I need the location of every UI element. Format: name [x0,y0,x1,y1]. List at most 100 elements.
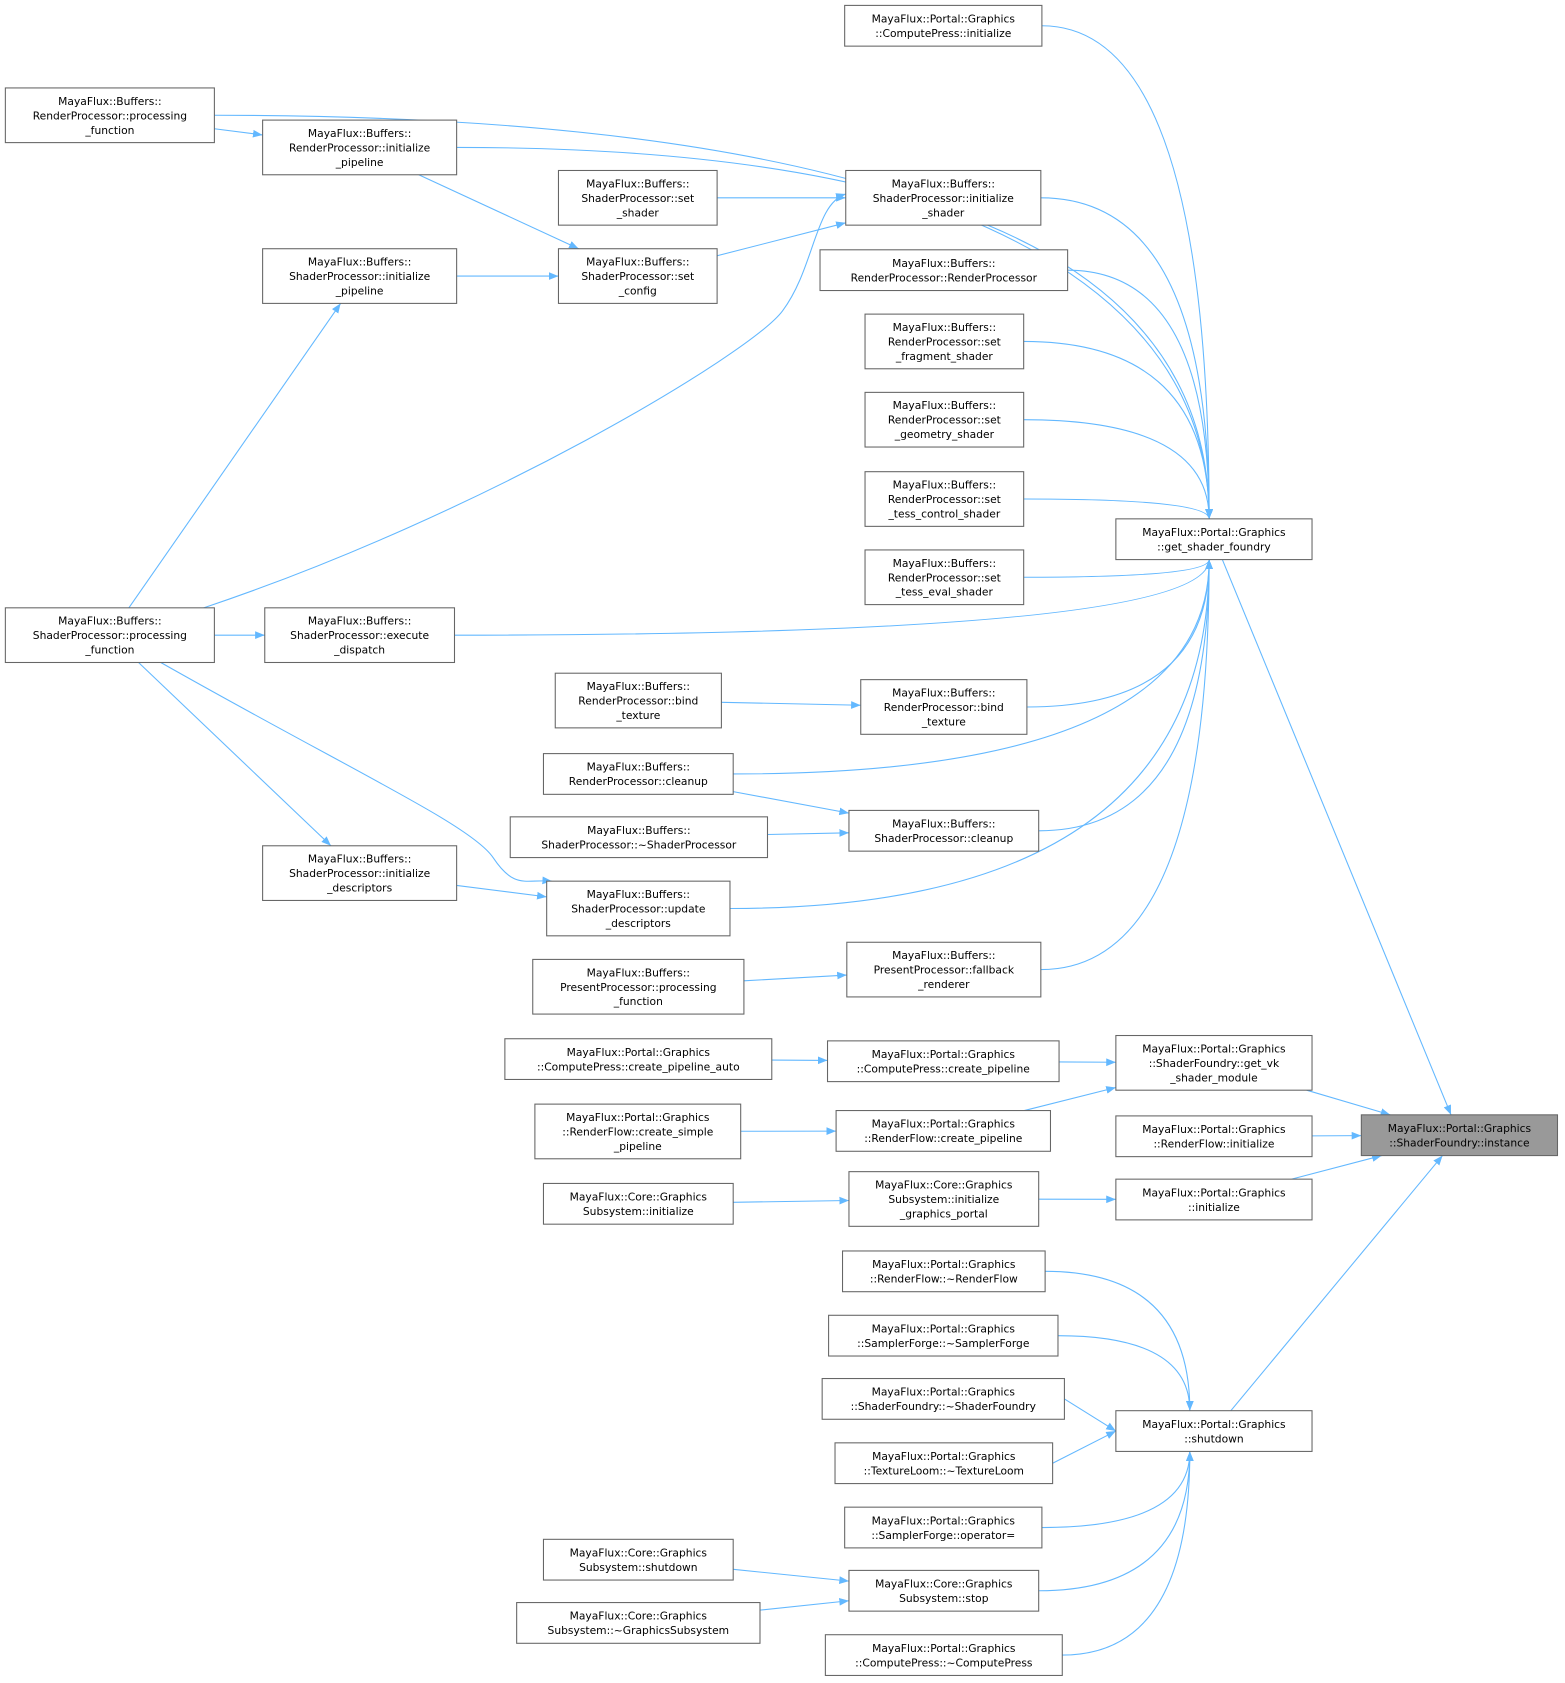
node-rp-set-tess-eval-shader[interactable]: MayaFlux::Buffers::RenderProcessor::set_… [864,549,1025,606]
node-gs-shutdown[interactable]: MayaFlux::Core::GraphicsSubsystem::shutd… [542,1538,734,1581]
node-sp-update-descriptors[interactable]: MayaFlux::Buffers::ShaderProcessor::upda… [546,880,731,937]
node-sp-processing-function[interactable]: MayaFlux::Buffers::ShaderProcessor::proc… [4,607,215,664]
node-sp-initialize-descriptors[interactable]: MayaFlux::Buffers::ShaderProcessor::init… [262,845,458,901]
node-label-line: ::RenderFlow::create_pipeline [864,1132,1023,1145]
node-sampler-assign[interactable]: MayaFlux::Portal::Graphics::SamplerForge… [844,1506,1043,1549]
node-portal-shutdown[interactable]: MayaFlux::Portal::Graphics::shutdown [1115,1410,1313,1452]
node-label-line: MayaFlux::Buffers:: [892,687,995,700]
node-sampler-dtor[interactable]: MayaFlux::Portal::Graphics::SamplerForge… [828,1314,1059,1357]
edge-sp_processing_function-to-sp_initialize_descriptors [138,662,332,847]
node-gs-dtor[interactable]: MayaFlux::Core::GraphicsSubsystem::~Grap… [516,1602,761,1644]
node-box [546,880,731,937]
edge-sf_dtor-to-portal_shutdown [1064,1398,1117,1432]
node-rp-cleanup[interactable]: MayaFlux::Buffers::RenderProcessor::clea… [542,753,734,795]
node-rp-initialize-pipeline[interactable]: MayaFlux::Buffers::RenderProcessor::init… [262,119,458,176]
node-box [504,1038,773,1081]
node-label-line: ::SamplerForge::operator= [871,1529,1015,1542]
node-box [1115,518,1313,561]
node-rf-initialize[interactable]: MayaFlux::Portal::Graphics::RenderFlow::… [1115,1115,1313,1158]
node-sp-dtor[interactable]: MayaFlux::Buffers::ShaderProcessor::~Sha… [509,816,769,859]
node-label-line: _function [84,124,134,137]
edge-sampler_dtor-to-portal_shutdown [1057,1335,1194,1411]
node-box [821,1377,1065,1420]
node-label-line: RenderProcessor::set [888,335,1001,348]
node-gs-initialize[interactable]: MayaFlux::Core::GraphicsSubsystem::initi… [542,1182,734,1225]
edge-rf_create_pipeline-to-sf_get_vk_shader_module [1024,1086,1116,1112]
node-sp-set-shader[interactable]: MayaFlux::Buffers::ShaderProcessor::set_… [557,169,718,226]
node-gs-initialize-graphics-portal[interactable]: MayaFlux::Core::GraphicsSubsystem::initi… [848,1171,1040,1227]
node-cp-dtor[interactable]: MayaFlux::Portal::Graphics::ComputePress… [824,1634,1063,1676]
node-label-line: MayaFlux::Portal::Graphics [872,1642,1016,1655]
edge-pp_fallback_renderer-to-get_shader_foundry [1040,559,1213,971]
node-label-line: ShaderProcessor::set [581,270,694,283]
node-label-line: MayaFlux::Buffers:: [893,321,996,334]
edge-rp_initialize_pipeline-to-get_shader_foundry [456,146,1213,519]
node-pp-processing-function[interactable]: MayaFlux::Buffers::PresentProcessor::pro… [532,958,745,1015]
node-rp-set-fragment-shader[interactable]: MayaFlux::Buffers::RenderProcessor::set_… [864,313,1025,370]
edge-gs_stop-to-portal_shutdown [1038,1451,1194,1592]
node-label-line: PresentProcessor::fallback [874,964,1015,977]
node-rf-create-pipeline[interactable]: MayaFlux::Portal::Graphics::RenderFlow::… [835,1110,1052,1152]
node-rp-bind-texture-a[interactable]: MayaFlux::Buffers::RenderProcessor::bind… [554,672,722,729]
node-box [864,391,1025,448]
node-label-line: MayaFlux::Buffers:: [308,127,411,140]
node-sp-execute-dispatch[interactable]: MayaFlux::Buffers::ShaderProcessor::exec… [264,607,456,664]
node-label-line: ::shutdown [1184,1432,1243,1445]
edge-rp_set_fragment_shader-to-get_shader_foundry [1023,340,1213,519]
node-sp-initialize-pipeline[interactable]: MayaFlux::Buffers::ShaderProcessor::init… [262,248,458,304]
node-label-line: _tess_control_shader [887,508,1000,521]
node-box [864,471,1025,527]
node-label-line: ::ShaderFoundry::get_vk [1149,1057,1280,1070]
node-label-line: Subsystem::~GraphicsSubsystem [548,1624,730,1637]
node-label-line: ::ComputePress::create_pipeline_auto [537,1060,740,1073]
node-portal-initialize[interactable]: MayaFlux::Portal::Graphics::initialize [1115,1178,1313,1221]
node-label-line: MayaFlux::Buffers:: [892,818,995,831]
node-gs-stop[interactable]: MayaFlux::Core::GraphicsSubsystem::stop [848,1569,1040,1612]
node-rp-bind-texture-b[interactable]: MayaFlux::Buffers::RenderProcessor::bind… [860,679,1028,735]
node-instance[interactable]: MayaFlux::Portal::Graphics::ShaderFoundr… [1360,1114,1559,1157]
node-label-line: MayaFlux::Buffers:: [892,257,995,270]
edge-cp_dtor-to-portal_shutdown [1062,1451,1194,1656]
node-sf-get-vk-shader-module[interactable]: MayaFlux::Portal::Graphics::ShaderFoundr… [1115,1034,1313,1091]
node-label-line: _function [613,995,663,1008]
node-box [262,845,458,901]
node-label-line: _graphics_portal [899,1207,988,1220]
edge-sf_get_vk_shader_module-to-instance [1306,1089,1391,1116]
node-tl-dtor[interactable]: MayaFlux::Portal::Graphics::TextureLoom:… [834,1442,1054,1485]
node-label-line: RenderProcessor::cleanup [569,775,708,788]
node-cp-create-pipeline-auto[interactable]: MayaFlux::Portal::Graphics::ComputePress… [504,1038,773,1081]
node-label-line: ::get_shader_foundry [1157,540,1271,553]
node-label-line: RenderProcessor::initialize [289,141,431,154]
node-label-line: MayaFlux::Core::Graphics [570,1546,708,1559]
node-label-line: ::RenderFlow::initialize [1153,1138,1274,1151]
node-rp-set-geometry-shader[interactable]: MayaFlux::Buffers::RenderProcessor::set_… [864,391,1025,448]
node-label-line: MayaFlux::Buffers:: [308,853,411,866]
node-label-line: ::TextureLoom::~TextureLoom [864,1464,1024,1477]
node-pp-fallback-renderer[interactable]: MayaFlux::Buffers::PresentProcessor::fal… [846,941,1042,998]
node-sf-dtor[interactable]: MayaFlux::Portal::Graphics::ShaderFoundr… [821,1377,1065,1420]
node-label-line: _texture [921,715,966,728]
node-label-line: MayaFlux::Portal::Graphics [566,1111,710,1124]
node-label-line: MayaFlux::Buffers:: [587,888,690,901]
node-box [845,169,1042,226]
node-label-line: _shader [616,206,660,219]
edge-rp_bind_texture_b-to-get_shader_foundry [1026,559,1213,708]
node-sp-set-config[interactable]: MayaFlux::Buffers::ShaderProcessor::set_… [557,248,718,304]
node-rp-set-tess-control-shader[interactable]: MayaFlux::Buffers::RenderProcessor::set_… [864,471,1025,527]
node-cp-initialize[interactable]: MayaFlux::Portal::Graphics::ComputePress… [844,4,1043,47]
node-label-line: ::RenderFlow::create_simple [562,1125,713,1138]
node-box [848,1569,1040,1612]
node-rf-create-simple-pipeline[interactable]: MayaFlux::Portal::Graphics::RenderFlow::… [534,1103,742,1160]
node-rp-ctor[interactable]: MayaFlux::Buffers::RenderProcessor::Rend… [819,249,1069,292]
node-rf-dtor[interactable]: MayaFlux::Portal::Graphics::RenderFlow::… [841,1250,1046,1293]
node-box [844,4,1043,47]
node-rp-processing-function[interactable]: MayaFlux::Buffers::RenderProcessor::proc… [4,87,215,144]
node-label-line: MayaFlux::Buffers:: [893,557,996,570]
node-cp-create-pipeline[interactable]: MayaFlux::Portal::Graphics::ComputePress… [826,1040,1060,1083]
node-box [848,809,1040,852]
node-get-shader-foundry[interactable]: MayaFlux::Portal::Graphics::get_shader_f… [1115,518,1313,561]
node-box [542,1538,734,1581]
node-sp-initialize-shader[interactable]: MayaFlux::Buffers::ShaderProcessor::init… [845,169,1042,226]
node-sp-cleanup[interactable]: MayaFlux::Buffers::ShaderProcessor::clea… [848,809,1040,852]
edge-pp_processing_function-to-pp_fallback_renderer [743,971,847,982]
